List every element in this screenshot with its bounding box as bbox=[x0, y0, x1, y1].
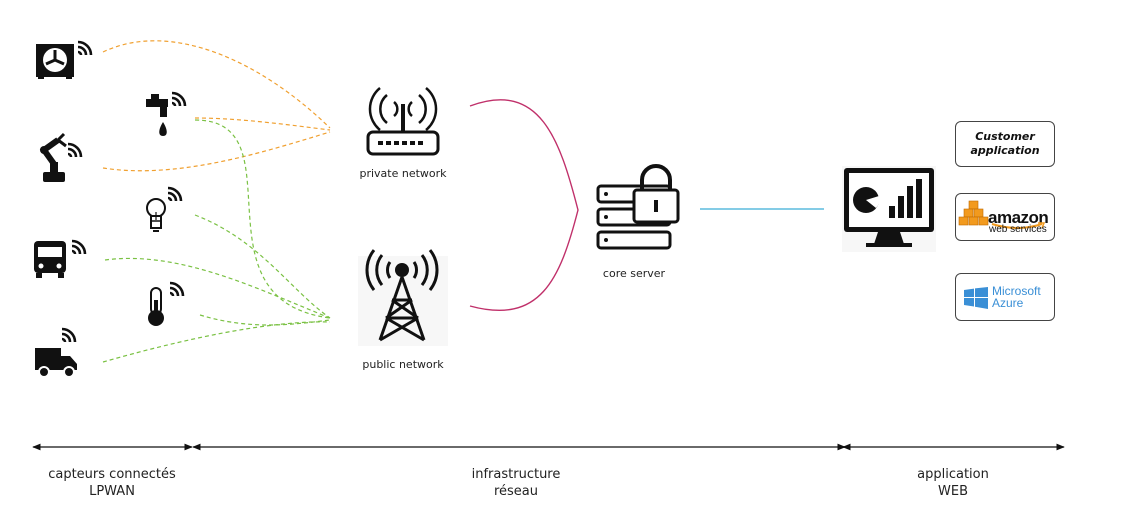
link-bus-public bbox=[104, 257, 331, 319]
link-ac-private bbox=[102, 40, 331, 129]
infrastructure-line2: réseau bbox=[493, 484, 539, 499]
backbone-link bbox=[469, 99, 579, 312]
faucet-icon bbox=[146, 91, 187, 136]
aws-name: amazon bbox=[988, 208, 1049, 227]
link-faucet-private bbox=[194, 117, 331, 131]
private-network-label: private network bbox=[359, 167, 447, 180]
bus-icon bbox=[34, 239, 87, 278]
sensors-line1: capteurs connectés bbox=[48, 467, 176, 482]
air-conditioner-icon bbox=[36, 40, 93, 79]
aws-cubes-icon bbox=[958, 200, 989, 226]
sensors-section-label: capteurs connectés LPWAN bbox=[22, 466, 202, 500]
link-thermo-public bbox=[199, 314, 331, 326]
private-links bbox=[102, 40, 331, 172]
light-bulb-icon bbox=[146, 186, 183, 232]
customer-line1: Customer bbox=[975, 130, 1035, 143]
sensors-line2: LPWAN bbox=[89, 484, 135, 499]
robot-arm-icon bbox=[39, 132, 83, 182]
aws-card: amazon web services bbox=[955, 193, 1055, 241]
link-truck-public bbox=[102, 321, 331, 363]
aws-smile-icon bbox=[991, 222, 1046, 229]
public-links bbox=[102, 119, 331, 363]
router-icon bbox=[366, 87, 440, 156]
azure-label: Microsoft Azure bbox=[992, 285, 1041, 309]
truck-icon bbox=[35, 327, 77, 378]
customer-application-card: Customer application bbox=[955, 121, 1055, 167]
cell-tower-icon bbox=[358, 249, 448, 346]
customer-line2: application bbox=[970, 144, 1040, 157]
application-line2: WEB bbox=[938, 484, 968, 499]
locked-server-icon bbox=[596, 164, 680, 250]
windows-logo-icon bbox=[964, 287, 988, 309]
azure-line1: Microsoft bbox=[992, 284, 1041, 298]
infrastructure-line1: infrastructure bbox=[471, 467, 561, 482]
azure-card: Microsoft Azure bbox=[955, 273, 1055, 321]
link-robot-private bbox=[102, 131, 331, 172]
infrastructure-section-label: infrastructure réseau bbox=[436, 466, 596, 500]
dashboard-monitor-icon bbox=[842, 166, 936, 252]
azure-line2: Azure bbox=[992, 296, 1024, 310]
application-section-label: application WEB bbox=[873, 466, 1033, 500]
application-line1: application bbox=[917, 467, 989, 482]
public-network-label: public network bbox=[362, 358, 444, 371]
core-server-label: core server bbox=[602, 267, 666, 280]
aws-sub: web services bbox=[989, 224, 1047, 235]
link-bulb-public bbox=[194, 214, 331, 319]
thermometer-icon bbox=[148, 281, 185, 326]
link-faucet-public bbox=[194, 119, 331, 319]
